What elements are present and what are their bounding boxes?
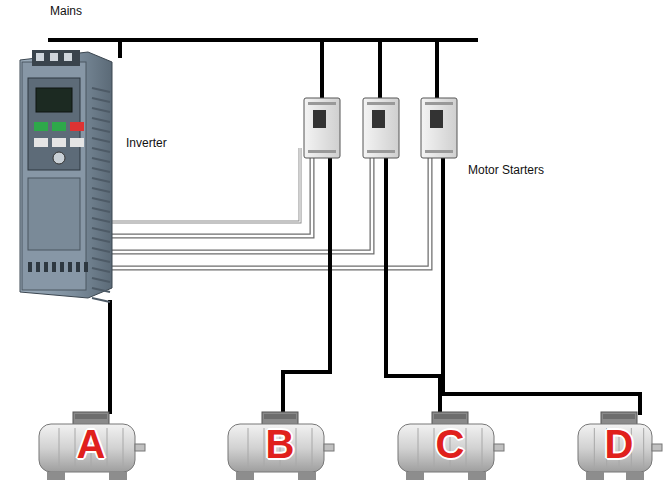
motor-node: B [224, 410, 336, 482]
motor-letter: A [35, 424, 147, 464]
text-label: Mains [50, 4, 82, 18]
mains-bus [48, 38, 478, 42]
mains-drop [378, 40, 382, 100]
motor-starter [421, 98, 457, 158]
text-label: Motor Starters [468, 163, 544, 177]
motor-feeds [283, 158, 640, 415]
motor-letter: B [224, 424, 336, 464]
mains-drop [320, 40, 324, 100]
mains-drop [118, 40, 122, 58]
motor-starter [304, 98, 340, 158]
motor-letter: C [394, 424, 506, 464]
motor-node: A [35, 410, 147, 482]
inverter-node: Inverter [14, 48, 114, 310]
mains-drop [435, 40, 439, 100]
inverter-drawing [14, 48, 114, 310]
motor-node: C [394, 410, 506, 482]
motor-starter [363, 98, 399, 158]
motor-node: D [574, 410, 664, 482]
motor-letter: D [574, 424, 664, 464]
control-wires [112, 148, 430, 268]
device-label: Inverter [126, 136, 167, 150]
power-wire [110, 300, 111, 414]
